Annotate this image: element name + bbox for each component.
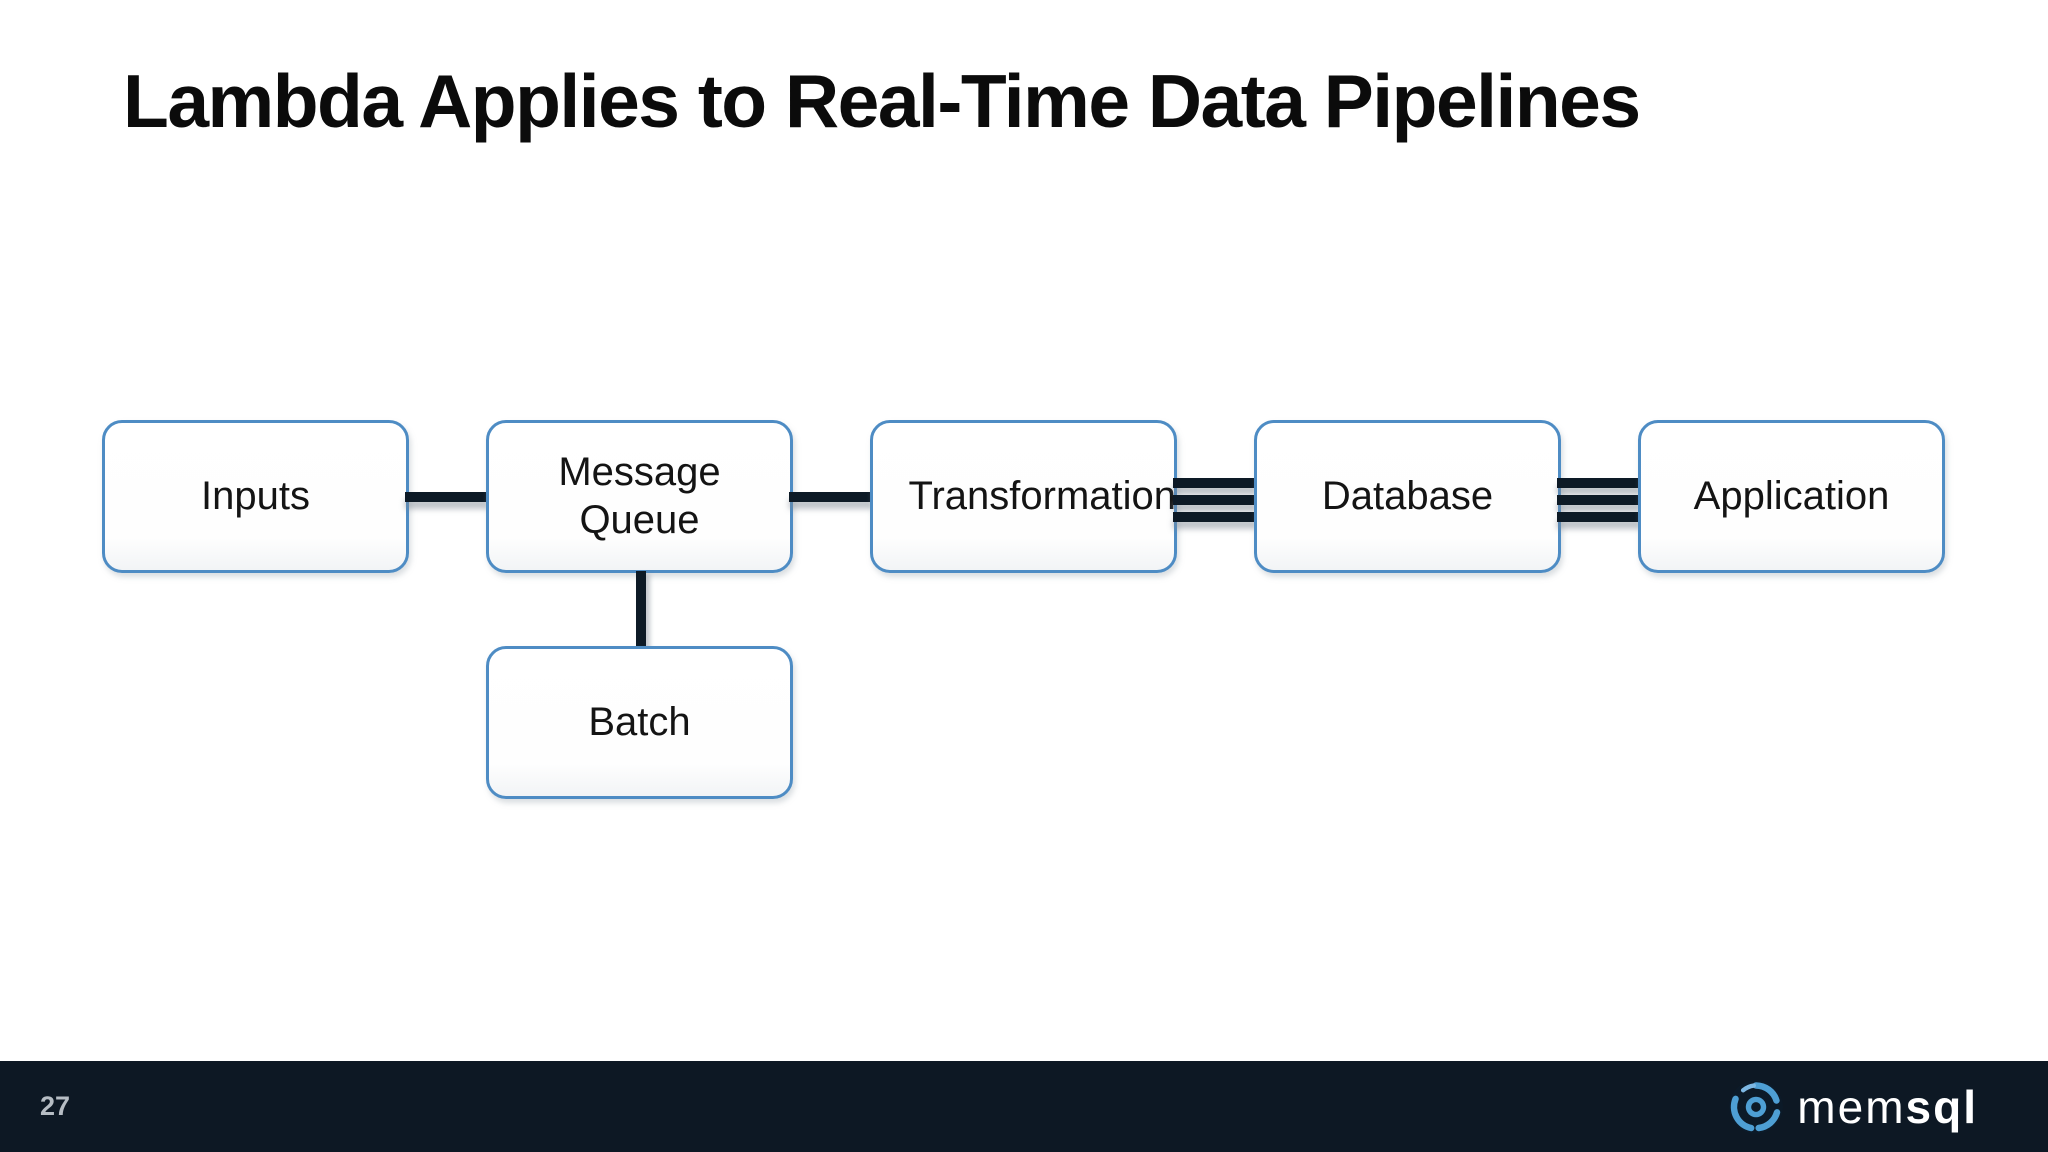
node-transformation-label: Transformation xyxy=(908,473,1177,518)
node-message-queue-label: Message Queue xyxy=(558,450,721,542)
memsql-wordmark: memsql xyxy=(1797,1080,1978,1134)
node-database: Database xyxy=(1254,420,1561,573)
slide-title: Lambda Applies to Real-Time Data Pipelin… xyxy=(123,59,1641,143)
node-inputs: Inputs xyxy=(102,420,409,573)
connector-transformation-database xyxy=(1173,478,1257,522)
node-database-label: Database xyxy=(1321,473,1494,518)
connector-bar xyxy=(1557,495,1641,505)
node-batch-label: Batch xyxy=(588,699,691,744)
node-batch: Batch xyxy=(486,646,793,799)
node-message-queue: Message Queue xyxy=(486,420,793,573)
connector-bar xyxy=(1557,478,1641,488)
connector-message-queue-batch xyxy=(636,571,646,648)
connector-bar xyxy=(1173,478,1257,488)
node-inputs-label: Inputs xyxy=(201,473,310,518)
memsql-wordmark-mem: mem xyxy=(1797,1080,1906,1133)
node-application: Application xyxy=(1638,420,1945,573)
connector-database-application xyxy=(1557,478,1641,522)
node-application-label: Application xyxy=(1693,473,1890,518)
memsql-swirl-icon xyxy=(1729,1079,1784,1134)
connector-bar xyxy=(1173,512,1257,522)
node-transformation: Transformation xyxy=(870,420,1177,573)
memsql-wordmark-sql: sql xyxy=(1905,1080,1978,1133)
memsql-logo: memsql xyxy=(1728,1079,1978,1135)
page-number: 27 xyxy=(40,1091,71,1121)
connector-message-queue-transformation xyxy=(789,492,873,502)
connector-bar xyxy=(1173,495,1257,505)
connector-inputs-message-queue xyxy=(405,492,489,502)
footer-bar: 27 memsql xyxy=(0,1061,2048,1152)
connector-bar xyxy=(1557,512,1641,522)
